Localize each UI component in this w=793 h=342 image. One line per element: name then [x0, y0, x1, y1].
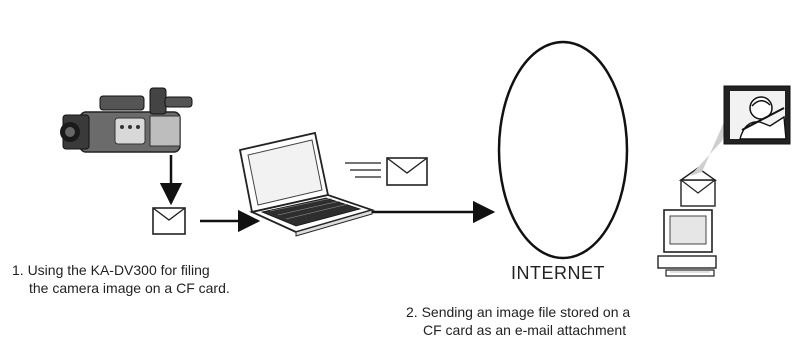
photo-icon [723, 85, 791, 145]
desktop-computer-icon [657, 209, 717, 277]
internet-cloud [497, 40, 629, 260]
step1-caption: 1. Using the KA-DV300 for filing the cam… [12, 261, 230, 297]
step2-caption: 2. Sending an image file stored on a CF … [406, 303, 630, 339]
cf-card-icon [152, 207, 186, 235]
internet-label: INTERNET [511, 263, 605, 283]
open-envelope-icon [678, 167, 718, 207]
step1-line2: the camera image on a CF card. [29, 280, 230, 296]
laptop-icon [238, 131, 375, 237]
step2-line2: CF card as an e-mail attachment [423, 322, 627, 338]
step2-line1: 2. Sending an image file stored on a [406, 304, 631, 320]
camcorder-icon [60, 87, 193, 153]
step1-line1: 1. Using the KA-DV300 for filing [12, 262, 210, 278]
envelope-icon [345, 157, 428, 186]
